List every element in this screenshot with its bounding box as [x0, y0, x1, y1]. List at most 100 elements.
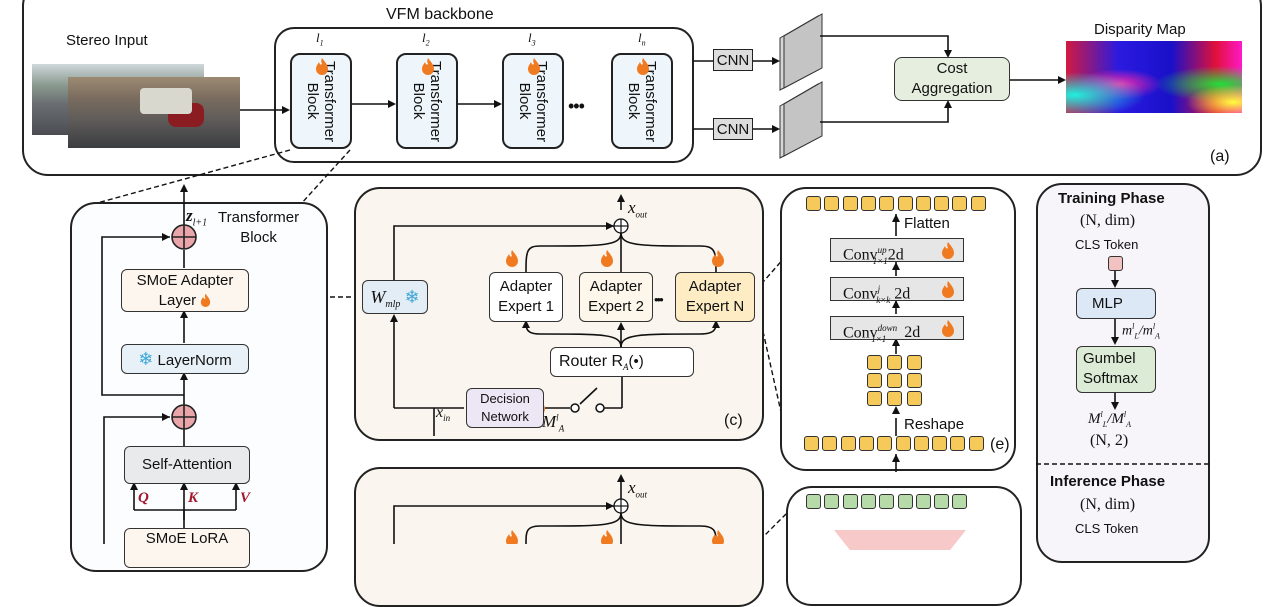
token — [824, 494, 840, 509]
conv-down-layer[interactable]: Convdown1×1 2d — [830, 316, 964, 344]
token — [867, 373, 882, 388]
v-label: V — [240, 490, 251, 506]
transformer-block-2[interactable]: Transformer Block — [396, 53, 458, 149]
token — [879, 494, 895, 509]
disparity-map-label: Disparity Map — [1094, 21, 1186, 38]
inference-shape: (N, dim) — [1080, 496, 1136, 513]
layer-label-ln: ln — [638, 30, 646, 48]
reshape-label: Reshape — [904, 416, 965, 433]
token — [907, 373, 922, 388]
token — [913, 436, 929, 451]
x-in-label: xin — [436, 404, 451, 424]
token — [879, 196, 895, 211]
cnn-bottom: CNN — [713, 118, 753, 140]
layernorm-box[interactable]: ❄ LayerNorm — [121, 344, 249, 374]
token — [887, 391, 902, 406]
transformer-block-3[interactable]: Transformer Block — [502, 53, 564, 149]
mlp-box[interactable]: MLP — [1076, 288, 1156, 319]
output-shape: (N, 2) — [1090, 432, 1129, 449]
token — [895, 436, 911, 451]
token — [952, 494, 968, 509]
mask-a-label: MlA — [542, 412, 565, 434]
self-attention-box[interactable]: Self-Attention — [124, 446, 250, 484]
transformer-block-title: Transformer Block — [218, 209, 300, 246]
cost-aggregation-box[interactable]: Cost Aggregation — [894, 57, 1010, 101]
disparity-map-image — [1066, 41, 1242, 113]
token — [824, 196, 840, 211]
token — [867, 355, 882, 370]
training-phase-title: Training Phase — [1058, 190, 1165, 207]
token — [860, 494, 876, 509]
token — [915, 196, 931, 211]
token — [952, 196, 968, 211]
vfm-backbone-title: VFM backbone — [386, 6, 494, 23]
token — [950, 436, 966, 451]
lora-trapezoid — [834, 530, 966, 550]
block-ellipsis: ••• — [568, 96, 585, 116]
layer-label-l3: l3 — [528, 30, 536, 48]
token — [907, 391, 922, 406]
panel-d-smoe-lora — [354, 467, 764, 607]
router-box[interactable]: Router RA(•) — [550, 347, 694, 377]
token — [822, 436, 838, 451]
token — [968, 436, 984, 451]
token — [806, 196, 821, 211]
panel-a-tag: (a) — [1210, 148, 1230, 165]
panel-c-tag: (c) — [724, 412, 743, 429]
cls-token-square — [1108, 256, 1123, 271]
token — [932, 436, 948, 451]
q-label: Q — [138, 490, 149, 506]
x-out-label-d: xout — [628, 478, 648, 500]
token — [804, 436, 819, 451]
transformer-block-1[interactable]: Transformer Block — [290, 53, 352, 149]
stereo-input-label: Stereo Input — [66, 32, 148, 49]
van-white — [140, 88, 192, 114]
w-mlp-box[interactable]: Wmlp ❄ — [362, 280, 428, 314]
token — [842, 494, 858, 509]
panel-e-tag: (e) — [990, 436, 1010, 453]
mask-logits-label: mlL/mlA — [1122, 322, 1160, 341]
token — [887, 355, 902, 370]
experts-ellipsis: ••• — [654, 292, 664, 307]
token — [970, 196, 986, 211]
token — [867, 391, 882, 406]
backbone-container — [274, 27, 694, 163]
cnn-top: CNN — [713, 49, 753, 71]
panel-b-transformer-block — [70, 202, 328, 572]
token — [842, 196, 858, 211]
x-out-label: xout — [628, 198, 648, 220]
token — [897, 196, 913, 211]
z-output-label: zl+1 — [186, 206, 208, 229]
panel-a-pipeline — [22, 0, 1262, 176]
layer-label-l2: l2 — [422, 30, 430, 48]
token — [858, 436, 874, 451]
snowflake-icon: ❄ — [138, 349, 154, 369]
transformer-block-n[interactable]: Transformer Block — [611, 53, 673, 149]
mask-output-label: MlL/MlA — [1088, 410, 1131, 429]
smoe-lora-box[interactable]: SMoE LoRA — [124, 528, 250, 568]
smoe-adapter-layer-box[interactable]: SMoE Adapter Layer — [121, 269, 249, 312]
training-shape: (N, dim) — [1080, 212, 1136, 229]
token — [897, 494, 913, 509]
token — [915, 494, 931, 509]
token — [860, 196, 876, 211]
token — [934, 196, 950, 211]
cls-token-label: CLS Token — [1075, 237, 1139, 252]
flatten-label: Flatten — [904, 215, 950, 232]
token — [934, 494, 950, 509]
token — [806, 494, 821, 509]
k-label: K — [188, 490, 199, 506]
conv-up-layer[interactable]: Convup1×12d — [830, 238, 964, 266]
conv-kxk-layer[interactable]: Convjk×k 2d — [830, 277, 964, 305]
layer-label-l1: l1 — [316, 30, 324, 48]
token — [877, 436, 893, 451]
token — [887, 373, 902, 388]
inference-phase-title: Inference Phase — [1050, 473, 1166, 490]
token — [907, 355, 922, 370]
inference-cls-token-label: CLS Token — [1075, 521, 1139, 536]
